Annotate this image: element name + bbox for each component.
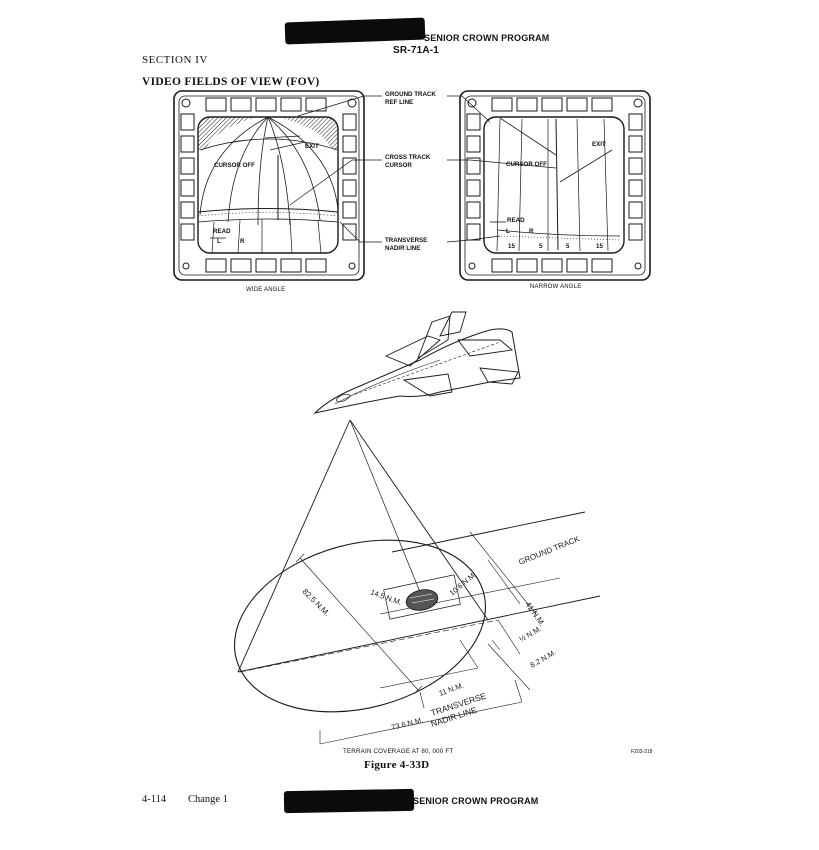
section-label: SECTION IV xyxy=(142,54,208,66)
label-8-2-nm: 8.2 N.M. xyxy=(529,648,558,670)
label-11-nm: 11 N.M. xyxy=(438,681,465,698)
header-aircraft: SR-71A-1 xyxy=(393,45,440,56)
narrow-l-label: L xyxy=(506,228,510,235)
wide-right-buttons xyxy=(342,113,357,241)
aircraft-illustration xyxy=(313,311,521,414)
wide-angle-display xyxy=(173,90,365,281)
callout-transverse-nadir-line1: TRANSVERSE xyxy=(385,237,428,244)
footer-program: SENIOR CROWN PROGRAM xyxy=(413,796,539,806)
narrow-top-buttons xyxy=(491,97,613,112)
callout-transverse-nadir: TRANSVERSE NADIR LINE xyxy=(385,237,427,252)
footer-change: Change 1 xyxy=(188,794,228,805)
wide-r-label: R xyxy=(240,238,245,245)
wide-l-label: L xyxy=(217,238,221,245)
label-41-nm: 41 N.M. xyxy=(523,600,546,628)
narrow-angle-display xyxy=(459,90,651,281)
label-10-6-nm: 10.6 N.M. xyxy=(448,570,479,598)
label-82-5-nm: 82.5 N.M. xyxy=(301,587,332,618)
narrow-screen xyxy=(483,116,625,254)
label-73-6-nm: 73.6 N.M. xyxy=(390,715,424,732)
label-14-5-nm: 14.5 N.M. xyxy=(369,587,403,607)
narrow-knob-icon xyxy=(633,98,643,108)
callout-cross-track-line2: CURSOR xyxy=(385,161,412,169)
narrow-knob-icon xyxy=(467,98,477,108)
callout-cross-track: CROSS TRACK CURSOR xyxy=(385,154,430,169)
label-half-nm: ½ N.M. xyxy=(518,624,543,644)
narrow-scale-5-left: 5 xyxy=(539,243,543,250)
callout-transverse-nadir-line2: NADIR LINE xyxy=(385,244,421,252)
callout-cross-track-line1: CROSS TRACK xyxy=(385,154,431,161)
terrain-coverage-caption: TERRAIN COVERAGE AT 80, 000 FT xyxy=(343,748,454,755)
callout-ground-track-ref: GROUND TRACK REF LINE xyxy=(385,91,436,106)
wide-top-buttons xyxy=(205,97,327,112)
wide-angle-caption: WIDE ANGLE xyxy=(246,287,286,293)
callout-leaders xyxy=(289,95,557,243)
narrow-exit-label: EXIT xyxy=(592,141,606,148)
narrow-scale-15-left: 15 xyxy=(508,243,515,250)
narrow-fov-patch xyxy=(405,589,439,611)
figure-code: F203-318 xyxy=(631,749,653,755)
wide-bottom-buttons xyxy=(205,258,327,273)
coverage-diagram xyxy=(234,419,601,745)
wide-knob-icon xyxy=(347,98,357,108)
wide-knob-icon xyxy=(181,98,191,108)
narrow-left-buttons xyxy=(466,113,481,241)
wide-read-label: READ xyxy=(213,228,231,235)
narrow-angle-caption: NARROW ANGLE xyxy=(530,284,582,290)
callout-ground-track-ref-line1: GROUND TRACK xyxy=(385,91,436,98)
narrow-right-buttons xyxy=(628,113,643,241)
wide-left-buttons xyxy=(180,113,195,241)
narrow-bottom-buttons xyxy=(491,258,613,273)
coverage-ellipse xyxy=(234,539,486,713)
figure-number: Figure 4-33D xyxy=(364,759,430,771)
callout-ground-track-ref-line2: REF LINE xyxy=(385,98,414,106)
narrow-r-label: R xyxy=(529,228,534,235)
header-program: SENIOR CROWN PROGRAM xyxy=(424,33,550,43)
label-ground-track: GROUND TRACK xyxy=(517,534,581,567)
footer-page-number: 4-114 xyxy=(142,794,167,805)
footer-redaction xyxy=(283,788,415,814)
figure-heading: VIDEO FIELDS OF VIEW (FOV) xyxy=(142,76,320,88)
narrow-scale-15-right: 15 xyxy=(596,243,603,250)
narrow-scale-5-right: 5 xyxy=(566,243,570,250)
wide-exit-label: EXIT xyxy=(305,143,319,150)
narrow-cursor-off-label: CURSOR OFF xyxy=(506,161,547,168)
narrow-read-label: READ xyxy=(507,217,525,224)
wide-cursor-off-label: CURSOR OFF xyxy=(214,162,255,169)
